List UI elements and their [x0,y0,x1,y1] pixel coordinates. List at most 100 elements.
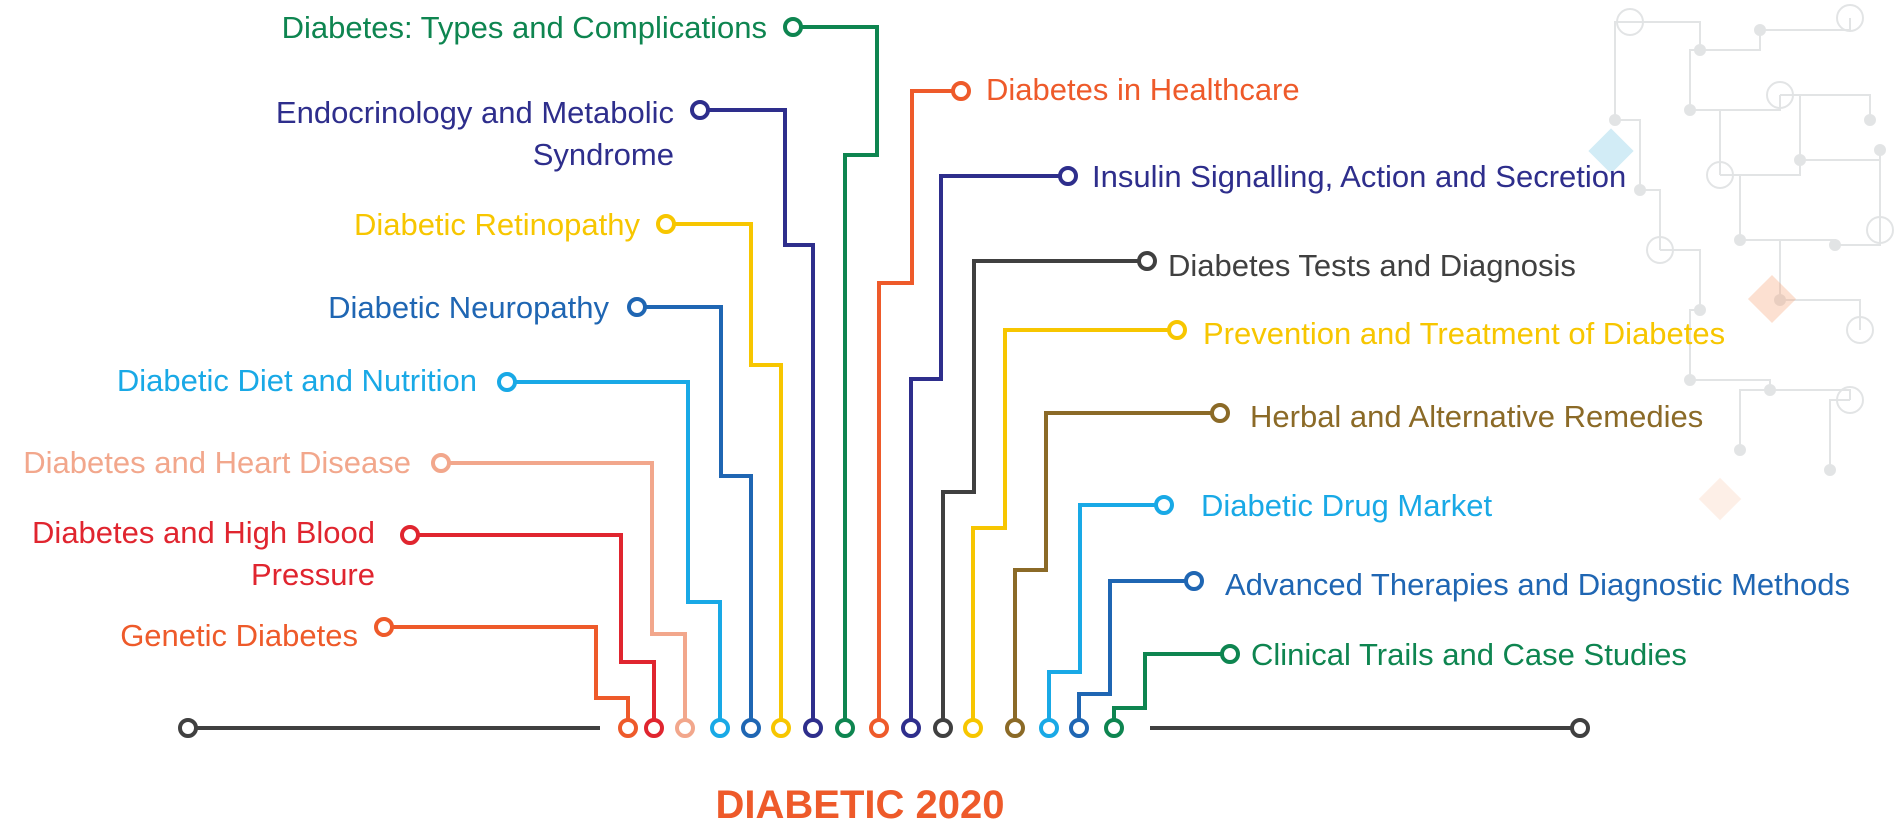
circuit-node [1874,144,1886,156]
branch-tip-node [1184,571,1204,591]
topic-branch-genetic: Genetic Diabetes [120,617,638,738]
topic-branch-types: Diabetes: Types and Complications [282,10,879,738]
baseline-right-node [1570,718,1590,738]
circuit-node [1866,216,1894,244]
baseline-node [1104,718,1124,738]
topic-branch-neuropathy: Diabetic Neuropathy [328,290,761,738]
circuit-node [1706,161,1734,189]
baseline-node [835,718,855,738]
circuit-trace [1640,189,1661,250]
branch-connector [971,328,1177,728]
baseline-node [1039,718,1059,738]
circuit-lines [1609,4,1894,476]
topic-branch-tests: Diabetes Tests and Diagnosis [933,248,1576,738]
circuit-node [1609,114,1621,126]
circuit-node [1616,8,1644,36]
circuit-trace [1740,239,1836,245]
topic-label-line: Diabetic Diet and Nutrition [117,363,477,398]
topic-label-line: Diabetes: Types and Complications [282,10,767,45]
topic-label-line: Pressure [251,557,375,592]
branch-connector [793,25,879,728]
circuit-node [1774,294,1786,306]
circuit-node [1694,304,1706,316]
topic-label-line: Diabetic Neuropathy [328,290,609,325]
branch-connector [700,108,815,728]
topic-label-line: Diabetes and High Blood [32,515,375,550]
branch-connector [666,222,783,728]
circuit-trace [1690,379,1771,390]
branch-connector [1077,579,1194,728]
branch-tip-node [400,525,420,545]
branch-connector [1013,411,1220,728]
circuit-trace [1780,94,1801,160]
topic-label: Clinical Trails and Case Studies [1251,637,1687,672]
circuit-trace [1700,30,1761,51]
topic-label-line: Diabetic Retinopathy [354,207,641,242]
circuit-node [1846,316,1874,344]
branch-tip-node [1137,251,1157,271]
baseline-node [1005,718,1025,738]
topic-label-line: Endocrinology and Metabolic [276,95,674,130]
topic-label: Diabetes: Types and Complications [282,10,767,45]
topic-label: Genetic Diabetes [120,618,358,653]
diagram-title: DIABETIC 2020 [716,783,1005,824]
branch-connector [384,625,630,728]
circuit-trace [1770,389,1851,400]
circuit-node [1646,236,1674,264]
circuit-node [1734,444,1746,456]
topic-label-line: Herbal and Alternative Remedies [1250,399,1703,434]
circuit-node [1734,234,1746,246]
baseline-node [618,718,638,738]
branch-tip-node [1058,166,1078,186]
circuit-node [1836,4,1864,32]
baseline-node [1069,718,1089,738]
circuit-node [1694,44,1706,56]
circuit-trace [1740,239,1781,300]
circuit-node [1766,81,1794,109]
topic-branches: Diabetes: Types and ComplicationsEndocri… [23,10,1850,738]
topic-branch-herbal: Herbal and Alternative Remedies [1005,399,1703,738]
circuit-node [1764,384,1776,396]
branch-connector [441,461,687,728]
topic-branch-drug-market: Diabetic Drug Market [1039,488,1493,738]
decor-diamond [1747,274,1797,324]
circuit-background-decoration [1588,4,1894,521]
branch-tip-node [1220,644,1240,664]
decor-diamond [1698,477,1742,521]
baseline-node [710,718,730,738]
circuit-trace [1689,49,1700,110]
circuit-trace [1690,95,1781,111]
circuit-trace [1829,399,1850,470]
topic-label-line: Insulin Signalling, Action and Secretion [1092,159,1626,194]
circuit-trace [1660,249,1701,310]
topic-label-line: Diabetes in Healthcare [986,72,1300,107]
topic-branch-trials: Clinical Trails and Case Studies [1104,637,1687,738]
baseline-node [644,718,664,738]
branch-tip-node [656,214,676,234]
topic-label: Diabetic Drug Market [1201,488,1493,523]
topic-label-line: Clinical Trails and Case Studies [1251,637,1687,672]
circuit-trace [1614,21,1630,120]
circuit-trace [1720,160,1801,176]
circuit-node [1829,239,1841,251]
topic-branch-diet: Diabetic Diet and Nutrition [117,363,730,738]
circuit-trace [1780,299,1861,330]
branch-tip-node [431,453,451,473]
topic-branch-heart: Diabetes and Heart Disease [23,445,695,738]
topic-label: Diabetic Neuropathy [328,290,609,325]
circuit-trace [1689,309,1700,380]
circuit-trace [1690,109,1721,175]
baseline-left-node [178,718,198,738]
baseline [178,718,1590,738]
baseline-node [675,718,695,738]
decor-diamond [1588,128,1634,174]
branch-tip-node [627,297,647,317]
topic-label-line: Diabetic Drug Market [1201,488,1493,523]
baseline-node [869,718,889,738]
branch-tip-node [783,17,803,37]
circuit-node [1794,154,1806,166]
circuit-node [1836,386,1864,414]
